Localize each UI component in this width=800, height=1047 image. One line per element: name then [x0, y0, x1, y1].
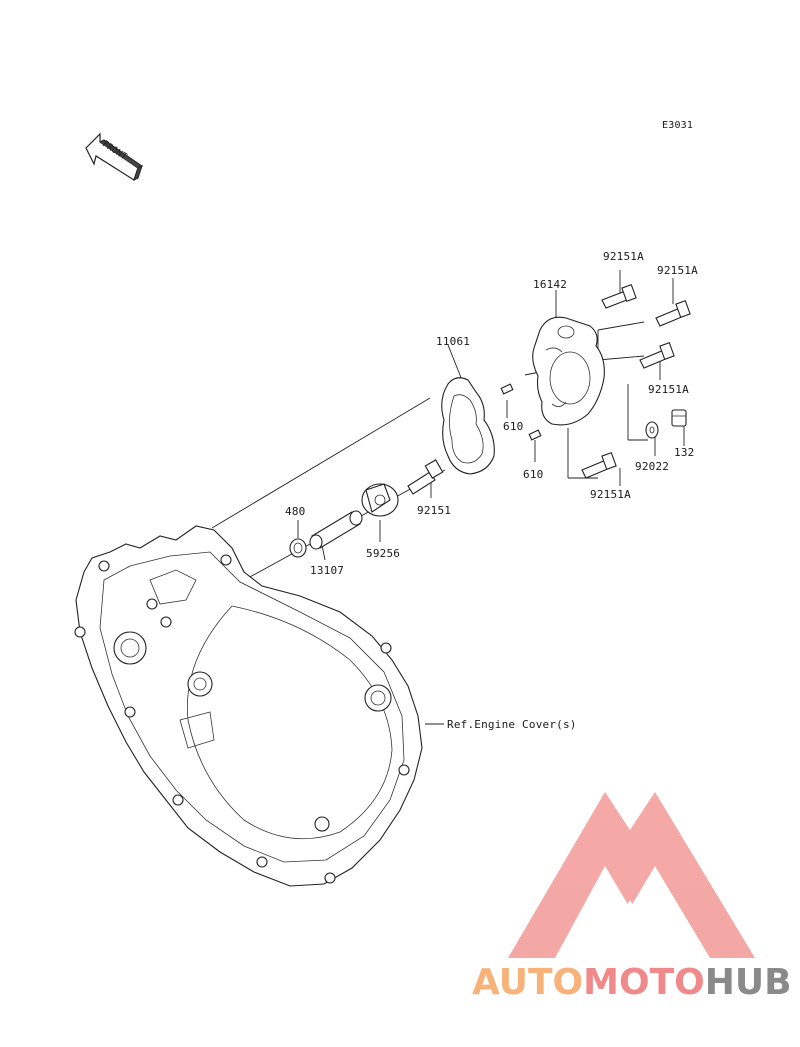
washer-92022 [645, 421, 659, 439]
impeller-59256 [361, 483, 399, 517]
dowel-pin-610-2 [528, 429, 542, 441]
pump-cover-part [532, 316, 605, 426]
logo-wordmark: AUTOMOTOHUB [472, 962, 792, 1003]
bolt-92151A-2 [655, 300, 691, 327]
label-92151A-2: 92151A [657, 264, 698, 277]
label-92151: 92151 [417, 504, 452, 517]
dowel-pin-610-1 [500, 383, 514, 395]
drain-bolt-132 [671, 409, 687, 427]
engine-cover-reference [74, 525, 423, 887]
label-92151A-3: 92151A [648, 383, 689, 396]
label-480: 480 [285, 505, 306, 518]
oil-seal-480 [289, 538, 307, 558]
diagram-code: E3031 [662, 120, 694, 131]
label-92022: 92022 [635, 460, 670, 473]
bolt-92151 [407, 459, 444, 495]
shaft-13107 [309, 510, 363, 550]
reference-label: Ref.Engine Cover(s) [447, 718, 577, 731]
logo-word-moto: MOTO [583, 962, 705, 1003]
label-59256: 59256 [366, 547, 401, 560]
gasket-11061 [441, 377, 495, 475]
label-610-2: 610 [523, 468, 544, 481]
logo-word-auto: AUTO [472, 962, 584, 1003]
label-610-1: 610 [503, 420, 524, 433]
bolt-92151A-3 [639, 342, 675, 369]
label-92151A-1: 92151A [603, 250, 644, 263]
bolt-92151A-1 [601, 284, 637, 309]
front-arrow-icon [85, 132, 143, 181]
label-16142: 16142 [533, 278, 568, 291]
bolt-92151A-4 [581, 452, 617, 479]
label-13107: 13107 [310, 564, 345, 577]
label-92151A-4: 92151A [590, 488, 631, 501]
label-132: 132 [674, 446, 695, 459]
label-11061: 11061 [436, 335, 471, 348]
logo-mark [508, 792, 755, 958]
logo-word-hub: HUB [704, 962, 792, 1003]
